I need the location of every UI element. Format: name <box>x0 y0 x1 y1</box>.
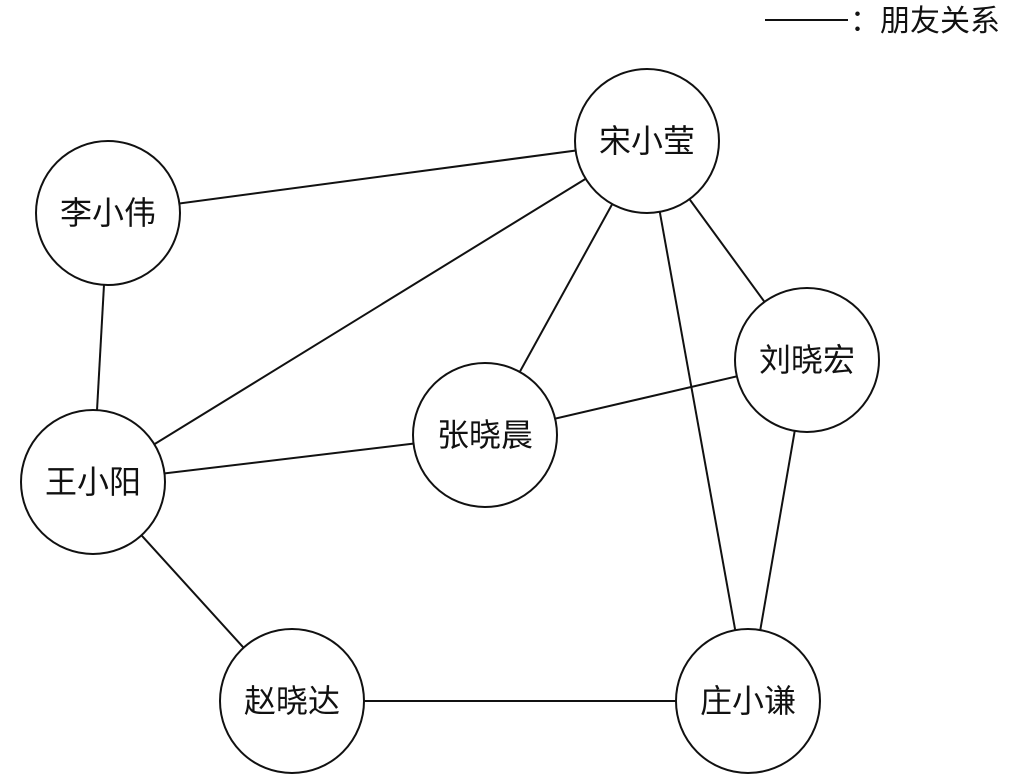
node-zhao: 赵晓达 <box>219 628 365 774</box>
node-zhang: 张晓晨 <box>412 362 558 508</box>
node-circle <box>219 628 365 774</box>
node-circle <box>574 68 720 214</box>
legend-label: ：朋友关系 <box>850 4 1000 39</box>
node-label: 张晓晨 <box>437 416 533 454</box>
node-label: 李小伟 <box>60 194 156 232</box>
node-circle <box>20 409 166 555</box>
edge-song-li <box>107 140 648 214</box>
node-label: 王小阳 <box>45 463 141 501</box>
node-song: 宋小莹 <box>574 68 720 214</box>
node-circle <box>35 140 181 286</box>
edge-song-wang <box>92 140 648 483</box>
edge-line <box>646 140 749 702</box>
node-label: 宋小莹 <box>599 122 695 160</box>
node-circle <box>734 287 880 433</box>
node-wang: 王小阳 <box>20 409 166 555</box>
node-zhuang: 庄小谦 <box>675 628 821 774</box>
node-liu: 刘晓宏 <box>734 287 880 433</box>
node-circle <box>412 362 558 508</box>
legend: ：朋友关系 <box>765 4 1000 39</box>
edge-song-zhuang <box>646 140 749 702</box>
edge-line <box>92 140 648 483</box>
node-label: 刘晓宏 <box>759 341 855 379</box>
node-label: 赵晓达 <box>244 682 340 720</box>
node-label: 庄小谦 <box>700 682 796 720</box>
node-li: 李小伟 <box>35 140 181 286</box>
edge-line <box>107 140 648 214</box>
node-circle <box>675 628 821 774</box>
